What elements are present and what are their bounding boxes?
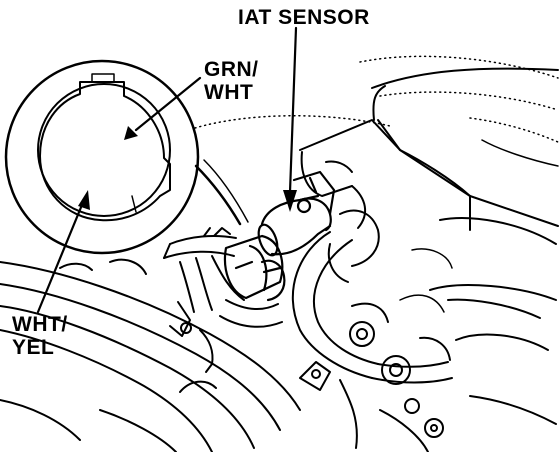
leader-arrows [36,26,298,314]
wht-yel-label-line1: WHT/ [12,313,68,336]
iat-sensor-arrowhead [283,190,297,212]
wht-yel-label-line2: YEL [12,336,55,359]
wht-yel-wire-label: WHT/ YEL [12,313,68,359]
connector-face-outer [37,83,171,217]
grn-wht-label-line2: WHT [204,81,254,104]
grn-wht-arrow-shaft [134,76,202,132]
engine-background [0,55,559,453]
grn-wht-label-line1: GRN/ [204,58,259,81]
grn-wht-wire-label: GRN/ WHT [204,58,259,104]
iat-sensor-arrow-shaft [288,26,298,194]
connector-plug [223,234,286,302]
iat-sensor-label: IAT SENSOR [238,6,370,29]
callout-circle [4,59,200,255]
iat-sensor-body [257,170,336,257]
wiring-harness [163,159,283,328]
connector-callout [4,59,200,255]
connector-face-inner [39,81,171,222]
wht-yel-arrow-shaft [36,198,86,314]
grn-wht-arrowhead [124,126,138,140]
wht-yel-arrowhead [78,190,90,210]
